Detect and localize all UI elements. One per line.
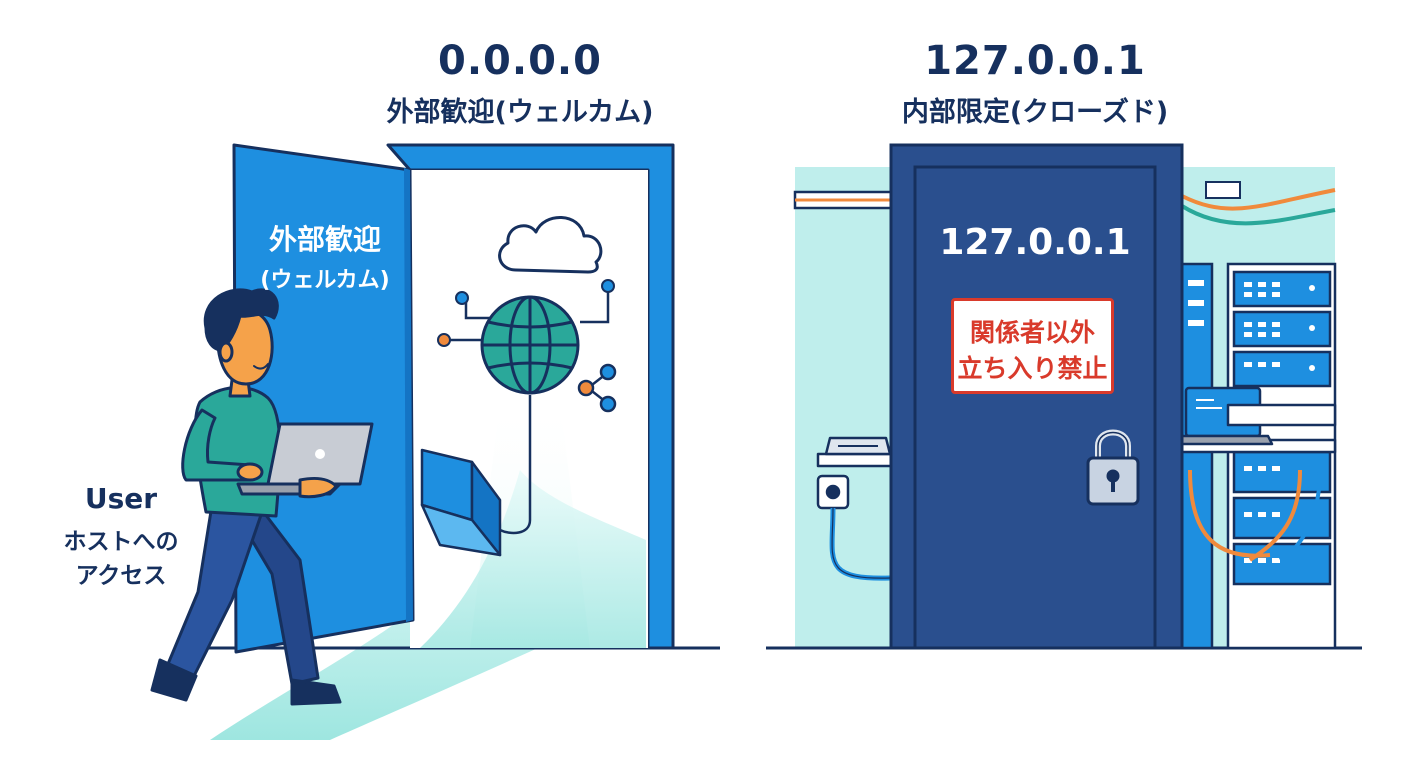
desk xyxy=(816,436,895,468)
globe-icon xyxy=(480,295,580,395)
cloud-icon xyxy=(498,216,603,274)
network-node-icon xyxy=(437,333,451,347)
share-icon xyxy=(577,363,617,413)
left-ip-title: 0.0.0.0 xyxy=(438,38,602,84)
cables xyxy=(1180,188,1336,562)
user-label: User xyxy=(84,482,158,515)
restricted-sign: 関係者以外 立ち入り禁止 xyxy=(951,298,1114,394)
user-caption-line1: ホストへの xyxy=(63,529,179,555)
closed-door-scene xyxy=(766,143,1362,650)
power-outlet-icon xyxy=(816,474,891,581)
server-rack-icon xyxy=(1180,262,1337,650)
stairs-icon xyxy=(420,448,502,557)
right-ip-title: 127.0.0.1 xyxy=(924,38,1146,84)
network-node-icon xyxy=(601,279,615,293)
sign-line1: 関係者以外 xyxy=(969,318,1095,347)
sign-line2: 立ち入り禁止 xyxy=(957,354,1108,383)
wall-pipe xyxy=(793,190,895,210)
padlock-icon xyxy=(1086,429,1140,506)
door-label-line1: 外部歓迎 xyxy=(268,223,381,256)
user-caption-line2: アクセス xyxy=(75,563,167,589)
server-lights xyxy=(1188,280,1315,563)
door-label-line2: (ウェルカム) xyxy=(260,268,390,293)
user-figure xyxy=(150,288,374,706)
closed-door-ip: 127.0.0.1 xyxy=(939,222,1131,263)
open-door-scene xyxy=(150,143,720,740)
network-node-icon xyxy=(455,291,469,305)
cable-clip xyxy=(1205,181,1241,199)
monitor-icon xyxy=(1174,386,1337,454)
closed-door xyxy=(913,165,1157,650)
light-path-inner xyxy=(420,470,646,648)
door-edge xyxy=(404,168,413,622)
right-subtitle: 内部限定(クローズド) xyxy=(901,97,1169,128)
left-subtitle: 外部歓迎(ウェルカム) xyxy=(386,97,654,128)
